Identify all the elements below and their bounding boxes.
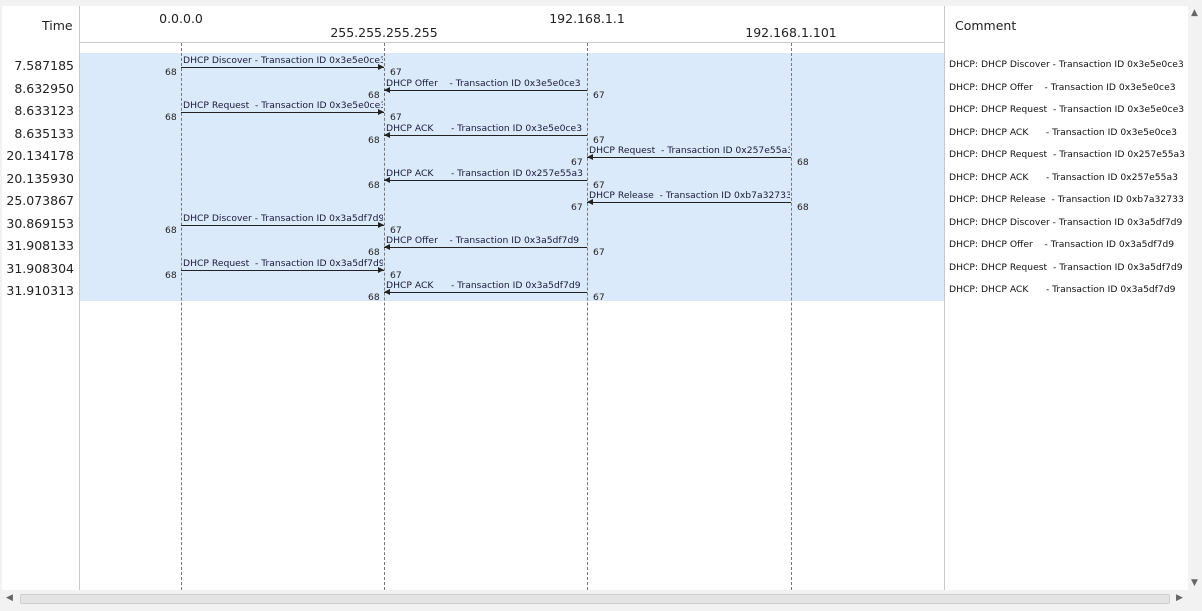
row-time: 25.073867	[6, 193, 74, 208]
graph-top-border	[79, 42, 945, 43]
arrow-left-icon	[384, 289, 390, 295]
row-time: 8.632950	[14, 81, 74, 96]
destination-port: 68	[368, 247, 380, 258]
row-comment: DHCP: DHCP Request - Transaction ID 0x3a…	[949, 262, 1183, 273]
arrow-right-icon	[378, 267, 384, 273]
message-arrow-line	[384, 292, 587, 293]
row-comment: DHCP: DHCP Offer - Transaction ID 0x3e5e…	[949, 82, 1176, 93]
destination-port: 68	[368, 90, 380, 101]
message-arrow-line	[384, 180, 587, 181]
row-time: 31.908304	[6, 261, 74, 276]
arrow-right-icon[interactable]: ▶	[1176, 593, 1183, 603]
arrow-left-icon	[384, 244, 390, 250]
destination-port: 67	[390, 112, 402, 123]
time-column-header: Time	[42, 18, 73, 33]
row-comment: DHCP: DHCP Release - Transaction ID 0xb7…	[949, 194, 1184, 205]
node-header: 192.168.1.1	[549, 11, 625, 26]
arrow-left-icon	[384, 132, 390, 138]
message-arrow-line	[384, 135, 587, 136]
message-label: DHCP ACK - Transaction ID 0x3a5df7d9	[386, 280, 581, 291]
destination-port: 67	[390, 270, 402, 281]
comment-column-header: Comment	[955, 18, 1017, 33]
destination-port: 67	[571, 202, 583, 213]
message-label: DHCP Request - Transaction ID 0x3e5e0ce3	[183, 100, 383, 111]
node-header: 255.255.255.255	[330, 25, 438, 40]
source-port: 68	[165, 270, 177, 281]
message-label: DHCP Request - Transaction ID 0x257e55a3	[589, 145, 790, 156]
source-port: 68	[797, 202, 809, 213]
row-time: 8.635133	[14, 126, 74, 141]
message-arrow-line	[181, 270, 384, 271]
message-label: DHCP ACK - Transaction ID 0x3e5e0ce3	[386, 123, 583, 134]
row-time: 31.910313	[6, 283, 74, 298]
message-arrow-line	[181, 67, 384, 68]
arrow-left-icon	[384, 87, 390, 93]
arrow-left-icon	[587, 199, 593, 205]
row-comment: DHCP: DHCP Request - Transaction ID 0x3e…	[949, 104, 1185, 115]
graph-area[interactable]	[79, 6, 945, 590]
source-port: 67	[593, 292, 605, 303]
node-header: 192.168.1.101	[745, 25, 837, 40]
row-time: 20.134178	[6, 148, 74, 163]
row-comment: DHCP: DHCP Offer - Transaction ID 0x3a5d…	[949, 239, 1175, 250]
source-port: 67	[593, 135, 605, 146]
arrow-left-icon	[384, 177, 390, 183]
row-comment: DHCP: DHCP Discover - Transaction ID 0x3…	[949, 217, 1183, 228]
destination-port: 68	[368, 180, 380, 191]
message-arrow-line	[181, 112, 384, 113]
arrow-up-icon[interactable]: ▲	[1191, 8, 1198, 18]
message-arrow-line	[384, 90, 587, 91]
message-label: DHCP Offer - Transaction ID 0x3e5e0ce3	[386, 78, 581, 89]
row-time: 8.633123	[14, 103, 74, 118]
row-time: 31.908133	[6, 238, 74, 253]
source-port: 67	[593, 180, 605, 191]
source-port: 68	[165, 112, 177, 123]
selected-rows-highlight	[80, 53, 944, 301]
source-port: 68	[797, 157, 809, 168]
message-label: DHCP Offer - Transaction ID 0x3a5df7d9	[386, 235, 580, 246]
message-label: DHCP Discover - Transaction ID 0x3e5e0ce…	[183, 55, 383, 66]
lifeline-2	[587, 43, 588, 590]
lifeline-1	[384, 43, 385, 590]
node-header: 0.0.0.0	[159, 11, 203, 26]
flow-graph-panel: Time Comment 0.0.0.0 255.255.255.255 192…	[2, 6, 1188, 590]
row-comment: DHCP: DHCP ACK - Transaction ID 0x3e5e0c…	[949, 127, 1177, 138]
arrow-left-icon	[587, 154, 593, 160]
source-port: 67	[593, 90, 605, 101]
arrow-right-icon	[378, 64, 384, 70]
destination-port: 67	[571, 157, 583, 168]
destination-port: 68	[368, 135, 380, 146]
source-port: 68	[165, 225, 177, 236]
source-port: 68	[165, 67, 177, 78]
destination-port: 67	[390, 225, 402, 236]
arrow-right-icon	[378, 222, 384, 228]
row-comment: DHCP: DHCP Request - Transaction ID 0x25…	[949, 149, 1186, 160]
message-arrow-line	[587, 202, 791, 203]
row-time: 30.869153	[6, 216, 74, 231]
row-time: 7.587185	[14, 58, 74, 73]
message-label: DHCP Release - Transaction ID 0xb7a32733	[589, 190, 790, 201]
row-comment: DHCP: DHCP ACK - Transaction ID 0x3a5df7…	[949, 284, 1176, 295]
vertical-scrollbar[interactable]: ▲ ▼	[1188, 6, 1202, 590]
message-arrow-line	[587, 157, 791, 158]
lifeline-0	[181, 43, 182, 590]
source-port: 67	[593, 247, 605, 258]
message-label: DHCP Discover - Transaction ID 0x3a5df7d…	[183, 213, 383, 224]
message-arrow-line	[384, 247, 587, 248]
message-label: DHCP ACK - Transaction ID 0x257e55a3	[386, 168, 583, 179]
row-comment: DHCP: DHCP ACK - Transaction ID 0x257e55…	[949, 172, 1178, 183]
message-arrow-line	[181, 225, 384, 226]
message-label: DHCP Request - Transaction ID 0x3a5df7d9	[183, 258, 383, 269]
horizontal-scrollbar[interactable]: ◀ ▶	[2, 591, 1188, 607]
lifeline-3	[791, 43, 792, 590]
arrow-down-icon[interactable]: ▼	[1191, 578, 1198, 588]
horizontal-scrollbar-thumb[interactable]	[20, 594, 1170, 604]
destination-port: 68	[368, 292, 380, 303]
row-time: 20.135930	[6, 171, 74, 186]
arrow-right-icon	[378, 109, 384, 115]
row-comment: DHCP: DHCP Discover - Transaction ID 0x3…	[949, 59, 1184, 70]
destination-port: 67	[390, 67, 402, 78]
arrow-left-icon[interactable]: ◀	[6, 593, 13, 603]
